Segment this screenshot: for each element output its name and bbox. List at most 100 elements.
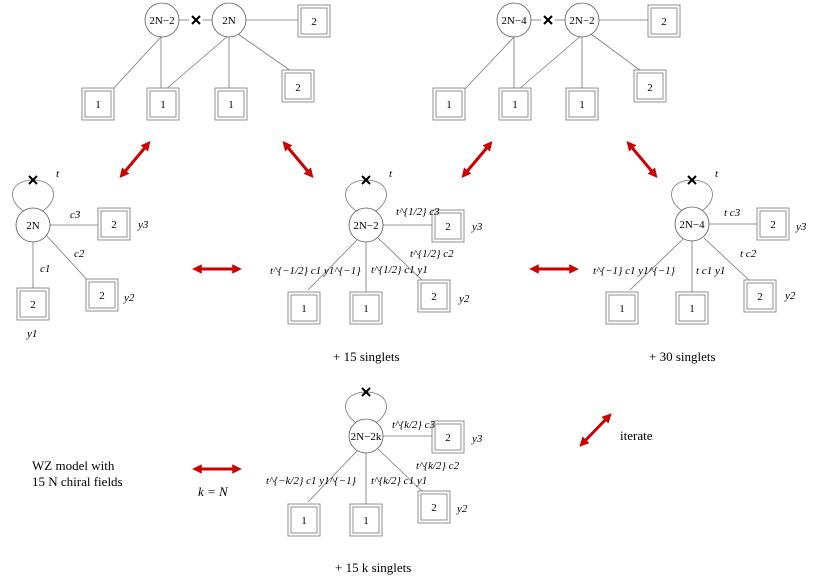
quiver-mid-right: t 2N−4 2 1 1 2 t c3 t c2 t^{−1} c1	[593, 168, 807, 364]
duality-arrows	[119, 141, 658, 474]
gauge-node	[144, 2, 180, 38]
gauge-node	[496, 2, 532, 38]
edge-label: t^{k/2} c1 y1	[371, 475, 427, 487]
cross-marker	[191, 15, 201, 25]
edge	[377, 237, 426, 284]
flavor-box: 1	[432, 87, 466, 121]
flavor-box-label: 1	[363, 515, 369, 527]
iterate-arrow	[579, 413, 612, 447]
flavor-box: 1	[675, 291, 709, 325]
k-equals-n-label: k = N	[198, 484, 229, 499]
flavor-box: 2	[756, 207, 790, 241]
flavor-box: 2	[281, 69, 315, 103]
edge	[590, 33, 642, 72]
singlets-label: + 15 k singlets	[335, 560, 411, 575]
gauge-node-label: 2N−2	[569, 15, 594, 27]
flavor-box: 2	[297, 4, 331, 38]
edge-label: t^{k/2} c2	[416, 460, 460, 472]
edge	[111, 36, 162, 91]
duality-arrow	[119, 141, 151, 178]
flavor-box-label: 2	[295, 82, 301, 94]
flavor-box: 2	[633, 69, 667, 103]
gauge-node-label: 2N	[26, 220, 40, 232]
gauge-node-label: 2N−2k	[351, 431, 382, 443]
flavor-box: 2	[417, 279, 451, 313]
singlets-label: + 30 singlets	[649, 349, 716, 364]
edge-label: t^{k/2} c3	[392, 419, 436, 431]
flavor-box-label: 1	[512, 99, 518, 111]
cross-marker	[28, 175, 38, 185]
fugacity-label: y2	[456, 503, 468, 515]
singlets-label: + 15 singlets	[333, 349, 400, 364]
edge-label: c3	[70, 209, 81, 221]
flavor-box-label: 2	[445, 221, 451, 233]
flavor-box-label: 1	[228, 99, 234, 111]
wz-line-2: 15 N chiral fields	[32, 474, 123, 489]
flavor-box: 2	[417, 490, 451, 524]
adjoint-loop	[345, 179, 387, 213]
flavor-box-label: 1	[619, 303, 625, 315]
flavor-box: 1	[605, 291, 639, 325]
duality-arrow	[461, 141, 493, 178]
flavor-box-label: 2	[661, 16, 667, 28]
flavor-box: 1	[287, 291, 321, 325]
cross-marker	[361, 387, 371, 397]
edge	[629, 238, 684, 291]
flavor-box: 2	[16, 287, 50, 321]
edge	[703, 237, 753, 284]
gauge-node	[15, 207, 51, 243]
iterate-label: iterate	[620, 428, 653, 443]
gauge-node	[348, 207, 384, 243]
flavor-box: 1	[146, 87, 180, 121]
edge-label: t^{1/2} c3	[396, 206, 440, 218]
gauge-node	[348, 418, 384, 454]
flavor-box: 2	[97, 207, 131, 241]
edge	[307, 450, 358, 503]
flavor-box: 1	[565, 87, 599, 121]
flavor-box: 1	[349, 291, 383, 325]
wz-model-text: WZ model with 15 N chiral fields k = N	[32, 458, 229, 499]
fugacity-label: y3	[471, 221, 483, 233]
adjoint-label: t	[56, 168, 60, 180]
quiver-mid-left: t 2N 2 2 2 c3 c2 c1 y3 y2 y1	[12, 168, 149, 340]
edge	[45, 234, 91, 284]
flavor-box-label: 2	[770, 219, 776, 231]
edge-label: t^{−1/2} c1 y1^{−1}	[270, 265, 361, 277]
cross-marker	[543, 15, 553, 25]
flavor-box-label: 2	[99, 290, 105, 302]
flavor-box: 1	[349, 503, 383, 537]
flavor-box: 2	[431, 420, 465, 454]
gauge-node	[564, 2, 600, 38]
edge	[164, 34, 230, 91]
flavor-box-label: 2	[111, 219, 117, 231]
edge-label: t^{1/2} c1 y1	[371, 264, 428, 276]
quiver-bottom: 2N−2k 2 1 1 2 t^{k/2} c3 t^{k/2} c2 t^{−…	[266, 387, 483, 575]
flavor-box-label: 1	[689, 303, 695, 315]
flavor-box-label: 1	[301, 515, 307, 527]
wz-line-1: WZ model with	[32, 458, 115, 473]
adjoint-label: t	[389, 168, 393, 180]
edge-label: t^{−k/2} c1 y1^{−1}	[266, 475, 357, 487]
flavor-box-label: 1	[579, 99, 585, 111]
edge	[377, 448, 426, 495]
flavor-box-label: 2	[445, 432, 451, 444]
flavor-box-label: 2	[431, 502, 437, 514]
fugacity-label: y1	[26, 328, 37, 340]
gauge-node-label: 2N−4	[501, 15, 527, 27]
flavor-box: 2	[431, 209, 465, 243]
duality-arrow	[626, 141, 658, 178]
flavor-box-label: 2	[757, 291, 763, 303]
gauge-node-label: 2N−2	[149, 15, 174, 27]
gauge-node	[674, 206, 710, 242]
fugacity-label: y3	[795, 221, 807, 233]
quiver-mid-center: t 2N−2 2 1 1 2 t^{1/2} c3 t^{1/2} c2	[270, 168, 483, 364]
edge	[517, 34, 583, 91]
edge-label: t c1 y1	[696, 265, 725, 277]
edge-label: c1	[40, 263, 50, 275]
flavor-box-label: 2	[311, 16, 317, 28]
gauge-node-label: 2N−4	[679, 219, 705, 231]
fugacity-label: y2	[784, 290, 796, 302]
edge-label: t^{−1} c1 y1^{−1}	[593, 265, 676, 277]
gauge-node-label: 2N−2	[353, 220, 378, 232]
